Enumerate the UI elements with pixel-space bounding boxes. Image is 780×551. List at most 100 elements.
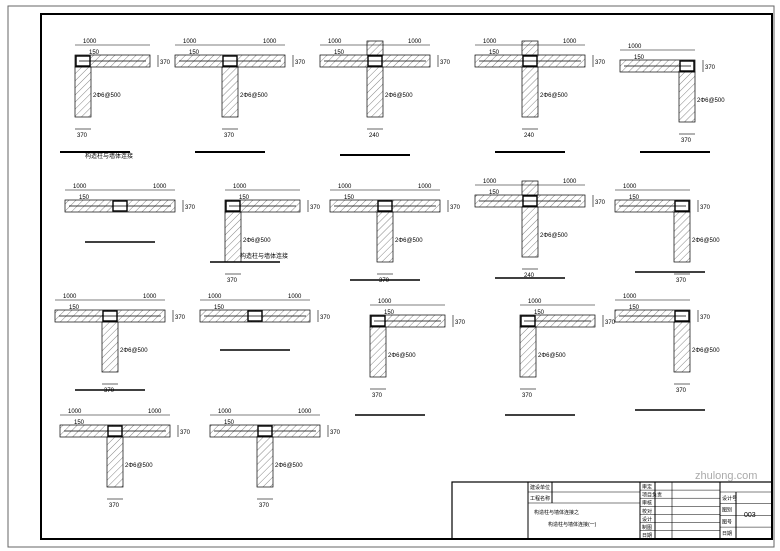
wall-vertical xyxy=(366,66,384,118)
title-block-right-label: 日期 xyxy=(722,531,732,537)
dim-label: 370 xyxy=(700,205,711,211)
dim-label: 1000 xyxy=(408,39,422,45)
dim-label: 370 xyxy=(175,315,186,321)
rebar-label: 2Φ6@500 xyxy=(240,93,268,99)
dim-label: 1000 xyxy=(143,294,157,300)
dim-label: 370 xyxy=(185,205,196,211)
title-block-row-label: 审核 xyxy=(642,500,652,507)
dim-label: 1000 xyxy=(63,294,77,300)
detail-note: 150 xyxy=(489,50,500,56)
title-block-row-label: 审定 xyxy=(642,484,652,491)
rebar-label: 2Φ6@500 xyxy=(120,348,148,354)
detail-note: 150 xyxy=(629,195,640,201)
dim-label: 1000 xyxy=(148,409,162,415)
dim-label: 1000 xyxy=(483,39,497,45)
dim-label: 370 xyxy=(700,315,711,321)
dim-label: 1000 xyxy=(483,179,497,185)
dim-label: 370 xyxy=(295,60,306,66)
dim-label: 370 xyxy=(595,60,606,66)
dim-label: 370 xyxy=(109,503,120,509)
dim-label: 370 xyxy=(440,60,451,66)
dim-label: 370 xyxy=(227,278,238,284)
detail-caption: 构造柱与墙体连接 xyxy=(240,252,288,260)
dim-label: 370 xyxy=(160,60,171,66)
dim-label: 370 xyxy=(455,320,466,326)
wall-vertical xyxy=(376,211,394,263)
wall-vertical xyxy=(673,211,691,263)
drawing-title-1: 构造柱与墙体连接之 xyxy=(534,509,579,516)
detail-note: 150 xyxy=(344,195,355,201)
name-label: 工程名称 xyxy=(530,495,550,502)
rebar-label: 2Φ6@500 xyxy=(93,93,121,99)
dim-label: 370 xyxy=(676,388,687,394)
dim-label: 370 xyxy=(379,278,390,284)
dim-label: 240 xyxy=(524,273,535,279)
watermark: zhulong.com xyxy=(695,470,758,482)
sheet-number: 003 xyxy=(744,512,756,519)
title-block-right-label: 图号 xyxy=(722,519,732,525)
detail-note: 150 xyxy=(214,305,225,311)
wall-vertical xyxy=(224,211,242,263)
dim-label: 1000 xyxy=(73,184,87,190)
rebar-label: 2Φ6@500 xyxy=(538,353,566,359)
dim-label: 1000 xyxy=(628,44,642,50)
drawing-title-2: 构造柱与墙体连接(一) xyxy=(548,521,597,528)
dim-label: 370 xyxy=(77,133,88,139)
dim-label: 1000 xyxy=(418,184,432,190)
title-block-row-label: 日期 xyxy=(642,533,652,539)
detail-note: 150 xyxy=(334,50,345,56)
project-label: 建设单位 xyxy=(530,484,550,491)
wall-vertical xyxy=(673,321,691,373)
title-block-row-label: 项目负责 xyxy=(642,492,662,499)
detail-note: 150 xyxy=(489,190,500,196)
detail-1: 370 2Φ6@500 1000 370 150 xyxy=(74,39,171,139)
dim-label: 1000 xyxy=(233,184,247,190)
wall-vertical xyxy=(519,326,537,378)
detail-note: 150 xyxy=(69,305,80,311)
dim-label: 1000 xyxy=(338,184,352,190)
detail-note: 150 xyxy=(384,310,395,316)
wall-vertical xyxy=(74,66,92,118)
title-block-right-label: 图别 xyxy=(722,507,732,514)
dim-label: 370 xyxy=(676,278,687,284)
title-block-row-label: 设计 xyxy=(642,516,652,523)
detail-note: 150 xyxy=(189,50,200,56)
dim-label: 240 xyxy=(369,133,380,139)
wall-vertical xyxy=(221,66,239,118)
dim-label: 370 xyxy=(330,430,341,436)
rebar-label: 2Φ6@500 xyxy=(385,93,413,99)
title-block-row-label: 校对 xyxy=(642,508,652,515)
dim-label: 1000 xyxy=(153,184,167,190)
dim-label: 1000 xyxy=(378,299,392,305)
wall-vertical xyxy=(369,326,387,378)
dim-label: 1000 xyxy=(83,39,97,45)
rebar-label: 2Φ6@500 xyxy=(697,98,725,104)
dim-label: 370 xyxy=(259,503,270,509)
dim-label: 1000 xyxy=(563,179,577,185)
detail-note: 150 xyxy=(239,195,250,201)
wall-vertical-top xyxy=(521,180,539,196)
rebar-label: 2Φ6@500 xyxy=(388,353,416,359)
detail-6: 1000 1000 370 150 xyxy=(64,184,196,213)
dim-label: 1000 xyxy=(218,409,232,415)
detail-note: 150 xyxy=(534,310,545,316)
dim-label: 370 xyxy=(224,133,235,139)
rebar-label: 2Φ6@500 xyxy=(540,233,568,239)
detail-note: 150 xyxy=(79,195,90,201)
rebar-label: 2Φ6@500 xyxy=(692,238,720,244)
detail-note: 150 xyxy=(89,50,100,56)
wall-vertical xyxy=(101,321,119,373)
